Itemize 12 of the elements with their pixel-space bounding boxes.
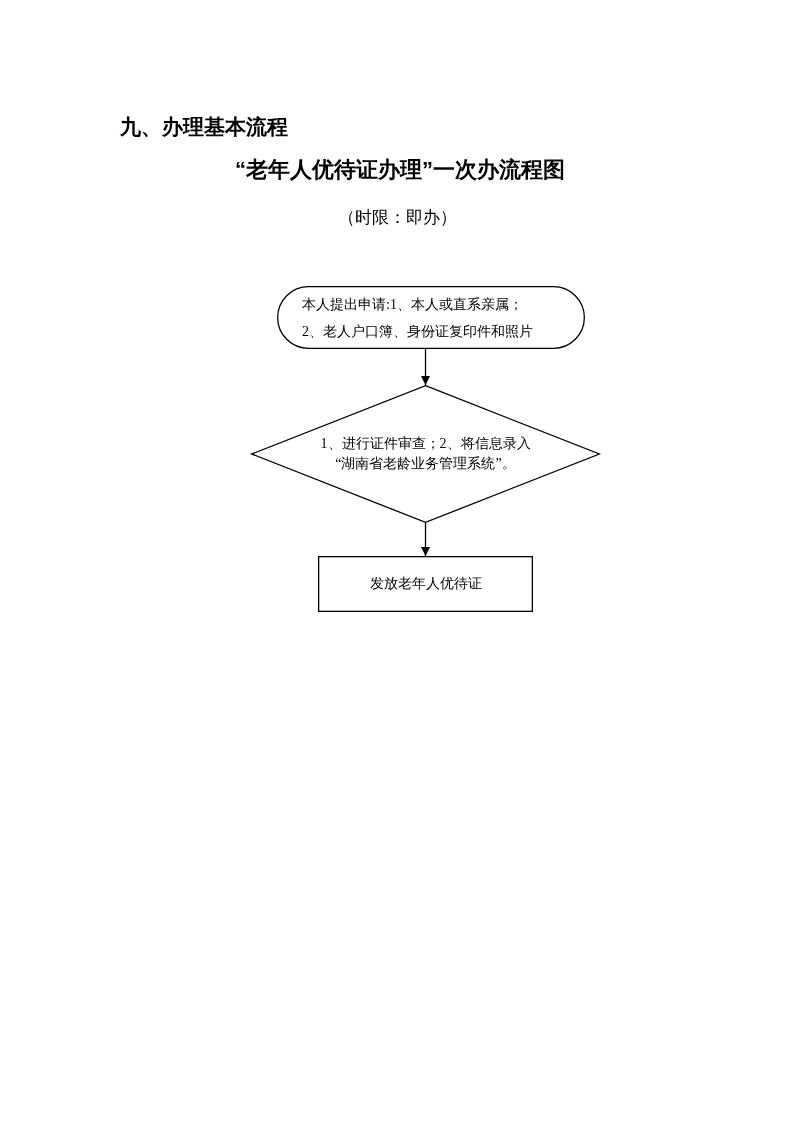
process-box xyxy=(318,556,533,612)
node-text: 1、进行证件审查；2、将信息录入“湖南省老龄业务管理系统”。 xyxy=(319,435,532,473)
node-text: 发放老年人优待证 xyxy=(369,575,482,593)
time-limit-note: （时限：即办） xyxy=(337,208,457,229)
start-terminal xyxy=(277,286,585,349)
decision-diamond xyxy=(251,385,600,523)
arrow xyxy=(421,348,430,386)
arrow xyxy=(421,522,430,557)
diagram-title: “老年人优待证办理”一次办流程图 xyxy=(235,157,565,184)
node-text: 本人提出申请:1、本人或直系亲属； xyxy=(302,295,523,314)
node-text: 2、老人户口簿、身份证复印件和照片 xyxy=(302,322,533,341)
section-heading: 九、办理基本流程 xyxy=(120,114,288,140)
